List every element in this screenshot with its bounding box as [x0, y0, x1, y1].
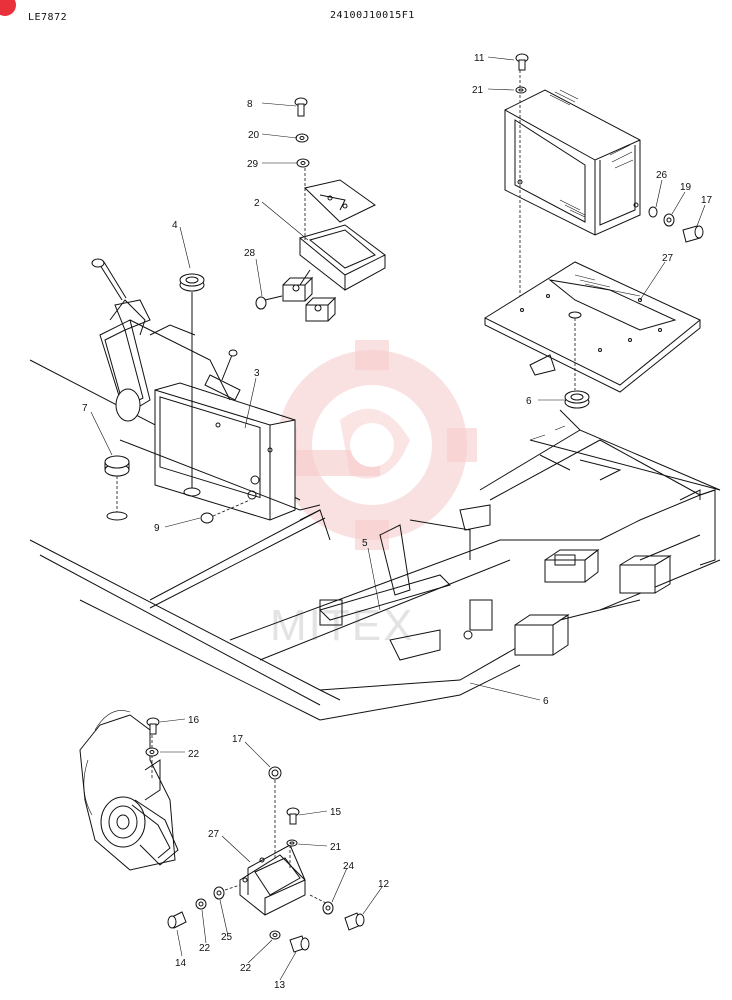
label-part-4: 4: [172, 220, 178, 231]
plug-7: [104, 455, 130, 521]
bolt-12: [322, 901, 365, 931]
switch-bracket-2: [255, 168, 386, 322]
label-part-28: 28: [244, 248, 256, 259]
control-panel-3: [91, 258, 321, 521]
nut-19: [268, 766, 282, 780]
grommet-4: [179, 273, 205, 497]
label-part-21-b: 21: [330, 842, 342, 853]
label-part-23: 24: [343, 861, 355, 872]
bolt-11: [515, 53, 529, 94]
label-part-22-d: 22: [240, 963, 252, 974]
bracket-27: [224, 780, 331, 916]
engine-pulley-assembly: [79, 710, 179, 871]
bracket-5: [299, 504, 493, 661]
leader-lines: [90, 56, 706, 981]
label-part-24: 25: [221, 932, 233, 943]
nut-9: [200, 499, 251, 524]
label-part-9: 9: [154, 523, 160, 534]
bolt-13: [269, 930, 310, 953]
label-part-25: 26: [656, 170, 668, 181]
label-part-12: 12: [378, 879, 390, 890]
label-part-14: 14: [175, 958, 187, 969]
label-part-5: 5: [362, 538, 368, 549]
grommet-8: [564, 390, 590, 409]
label-part-29: 29: [247, 159, 259, 170]
label-part-6: 6: [543, 696, 549, 707]
bolt-17: [648, 206, 704, 243]
label-part-10: 8: [247, 99, 253, 110]
label-part-11: 11: [474, 53, 485, 64]
bolt-16: [145, 717, 160, 757]
label-part-8: 6: [526, 396, 532, 407]
label-part-21: 20: [248, 130, 260, 141]
corner-badge: [0, 0, 16, 16]
label-part-22-a: 21: [472, 85, 484, 96]
main-frame: [29, 359, 721, 721]
label-part-15: 15: [330, 807, 342, 818]
label-part-3: 3: [254, 368, 260, 379]
label-part-19: 17: [232, 734, 244, 745]
label-part-20: 19: [680, 182, 692, 193]
label-part-17: 17: [701, 195, 713, 206]
label-part-22-b: 22: [188, 749, 200, 760]
plate-26: [483, 261, 701, 393]
label-part-16: 16: [188, 715, 200, 726]
cover-box: [504, 70, 641, 305]
label-part-2: 2: [254, 198, 260, 209]
label-part-22-c: 22: [199, 943, 211, 954]
reference-code: LE7872: [28, 12, 68, 23]
bolt-15: [286, 807, 300, 847]
label-part-13: 13: [274, 980, 286, 991]
label-part-27: 27: [208, 829, 220, 840]
document-code: 24100J10015F1: [330, 10, 415, 21]
bolt-10: [294, 97, 310, 168]
label-part-7: 7: [82, 403, 88, 414]
fuse-holder-bracket: [544, 548, 600, 583]
label-part-26: 27: [662, 253, 674, 264]
part-labels: 8 20 29 2 28 4 3 7 9 11 21 26 19 17 27 6…: [82, 53, 713, 991]
bolt-14: [167, 886, 225, 929]
